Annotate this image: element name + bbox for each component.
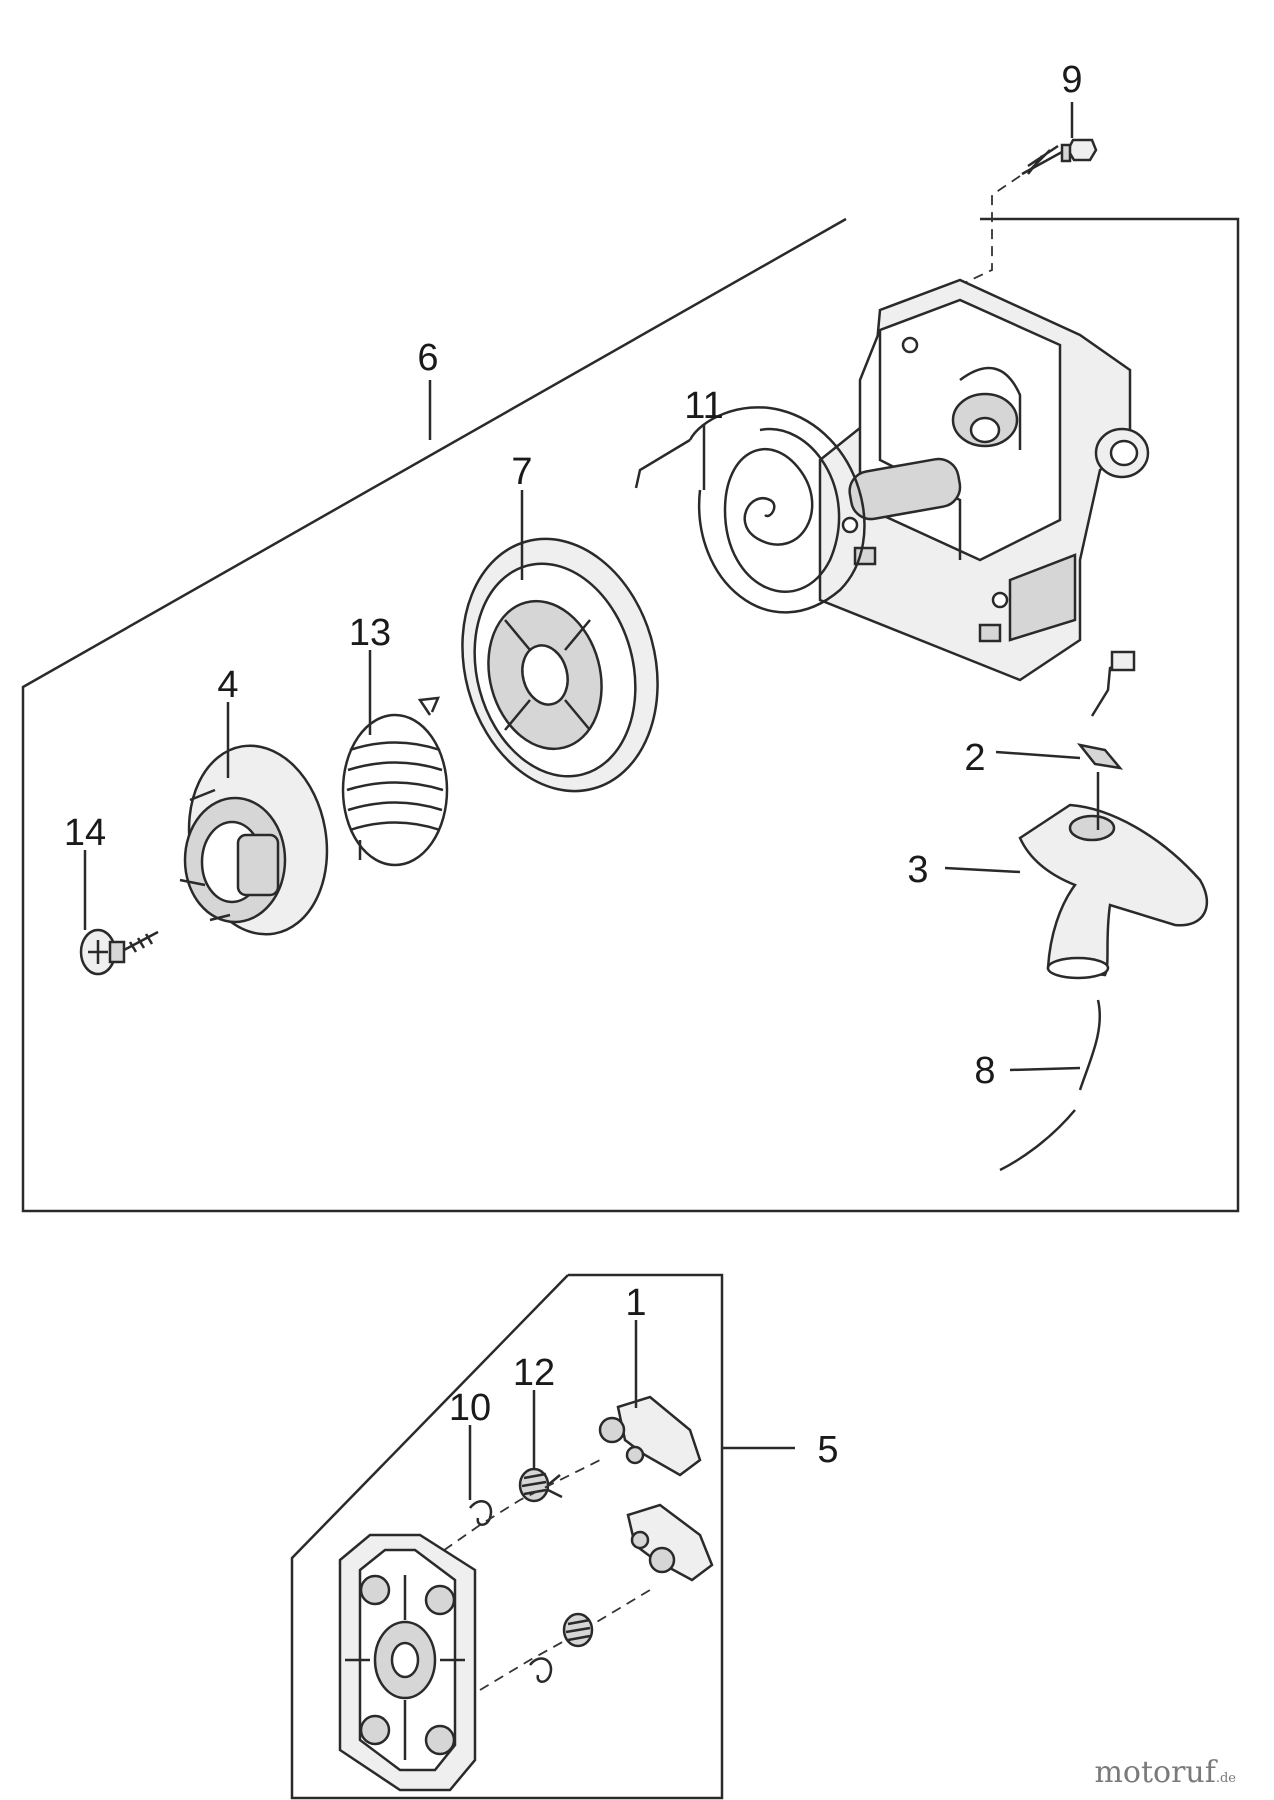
callout-1: 1 — [625, 1282, 646, 1324]
callout-7: 7 — [511, 451, 532, 493]
callout-8: 8 — [974, 1050, 995, 1092]
spring-lower — [562, 1612, 594, 1648]
screw-part-14 — [79, 928, 159, 976]
watermark-logo: motoruf.de — [1094, 1755, 1236, 1790]
callout-5: 5 — [817, 1429, 838, 1471]
callout-11: 11 — [684, 385, 723, 427]
screw-part-9 — [1021, 138, 1098, 176]
clip-lower — [529, 1657, 553, 1683]
leader-2 — [995, 750, 1081, 760]
spiral-spring-part-11 — [634, 406, 866, 614]
axis-5a — [429, 1459, 601, 1561]
callout-3: 3 — [907, 849, 928, 891]
clip-part-10 — [469, 1499, 493, 1526]
axis-9 — [959, 175, 1021, 286]
starter-drum — [338, 1533, 477, 1792]
handle-part-3 — [1018, 803, 1209, 980]
watermark-suffix: .de — [1215, 1771, 1236, 1786]
callout-6: 6 — [417, 337, 438, 379]
axis-5b — [479, 1589, 651, 1691]
leader-8 — [1009, 1066, 1081, 1072]
assembly-6-frame — [21, 217, 1240, 1213]
pawl-part-1 — [598, 1395, 702, 1477]
callout-9: 9 — [1061, 59, 1082, 101]
callout-13: 13 — [349, 612, 391, 654]
callout-14: 14 — [64, 812, 106, 854]
pawl-lower — [626, 1503, 714, 1582]
pulley-part-7 — [461, 537, 659, 793]
starter-housing — [818, 278, 1150, 682]
coil-spring-part-13 — [341, 696, 449, 867]
plate-part-2 — [1076, 650, 1136, 770]
rope-part-8 — [999, 999, 1102, 1172]
ratchet-part-4 — [179, 744, 329, 936]
leader-3 — [944, 866, 1021, 874]
callout-4: 4 — [217, 664, 238, 706]
callout-10: 10 — [449, 1387, 491, 1429]
callout-12: 12 — [513, 1352, 555, 1394]
assembly-5-frame — [290, 1273, 724, 1800]
small-spring-part-12 — [518, 1467, 563, 1503]
callout-2: 2 — [964, 737, 985, 779]
watermark-text: motoruf — [1094, 1755, 1216, 1790]
